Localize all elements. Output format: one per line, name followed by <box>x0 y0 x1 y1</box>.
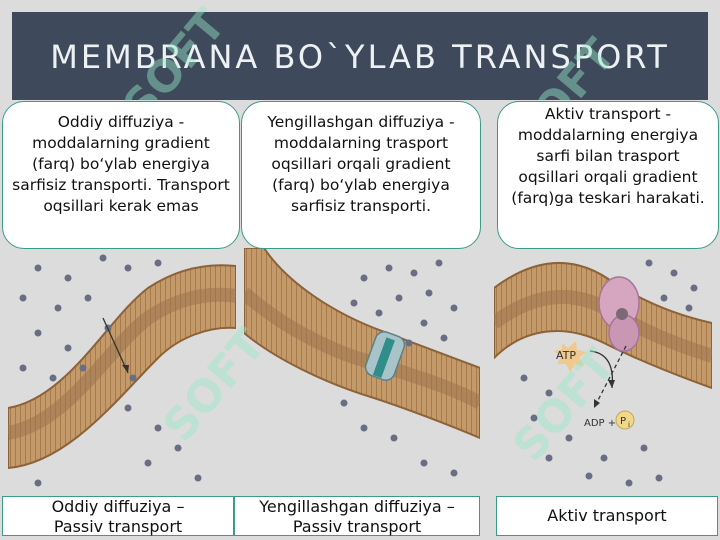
membrane-band <box>8 264 236 470</box>
membrane-band <box>494 262 712 390</box>
active-transport-definition: Aktiv transport - moddalarning energiya … <box>497 101 719 249</box>
facilitated-diffusion-caption: Yengillashgan diffuziya – Passiv transpo… <box>234 496 480 536</box>
membrane-band <box>244 248 480 440</box>
atp-arrow <box>589 350 614 389</box>
atp-label: ATP <box>556 349 576 362</box>
page-title: MEMBRANA BO`YLAB TRANSPORT <box>50 38 670 76</box>
facilitated-diffusion-definition: Yengillashgan diffuziya - moddalarning t… <box>241 101 481 249</box>
atp-burst: ATP <box>554 341 586 372</box>
atp-arrowhead <box>608 380 615 388</box>
phosphate-circle <box>615 410 635 430</box>
channel-protein <box>364 331 406 381</box>
membrane-active-svg: ATP ADP + P i <box>494 259 712 487</box>
pump-protein <box>598 276 640 352</box>
active-transport-illustration: ATP ADP + P i <box>494 248 712 496</box>
molecules <box>520 259 698 487</box>
simple-diffusion-illustration <box>8 248 236 496</box>
membrane-core <box>8 287 236 440</box>
diffusion-arrowhead <box>122 365 129 373</box>
adp-label: ADP + <box>584 418 616 429</box>
molecules <box>340 259 458 477</box>
simple-diffusion-definition: Oddiy diffuziya - moddalarning gradient … <box>2 101 240 249</box>
phosphate-label: P <box>620 416 626 427</box>
membrane-facilitated-svg <box>244 248 480 477</box>
facilitated-diffusion-illustration <box>244 248 480 496</box>
diffusion-arrow <box>102 317 129 374</box>
title-banner: MEMBRANA BO`YLAB TRANSPORT <box>12 12 708 100</box>
molecules <box>19 254 202 487</box>
transport-arrow <box>593 345 627 409</box>
membrane-simple-svg <box>8 254 236 487</box>
active-transport-caption: Aktiv transport <box>496 496 718 536</box>
simple-diffusion-caption: Oddiy diffuziya – Passiv transport <box>2 496 234 536</box>
transport-arrowhead <box>594 399 600 408</box>
phosphate-subscript: i <box>628 421 630 429</box>
